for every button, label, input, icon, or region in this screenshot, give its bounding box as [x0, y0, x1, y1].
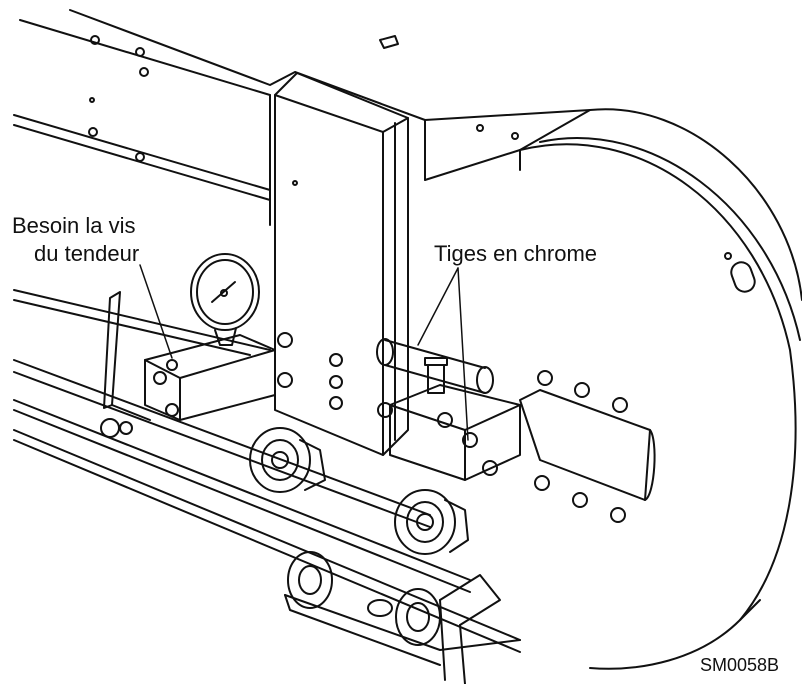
- pressure-gauge: [190, 253, 260, 346]
- mounting-plate: [519, 370, 656, 523]
- tensioner-callout-line2: du tendeur: [34, 241, 140, 266]
- tensioner-callout-line1: Besoin la vis: [12, 213, 136, 238]
- chrome-rods-callout: Tiges en chrome: [434, 241, 598, 266]
- tensioner-assembly: [100, 291, 293, 438]
- chrome-rod-block: [376, 338, 521, 481]
- figure-code: SM0058B: [700, 655, 780, 675]
- leader-lines: [139, 264, 469, 441]
- pulley-housing: [519, 108, 802, 670]
- lower-rails: [13, 289, 521, 653]
- vertical-column: [274, 72, 409, 456]
- upper-frame-beam: [13, 9, 591, 226]
- guide-wheels: [249, 427, 521, 684]
